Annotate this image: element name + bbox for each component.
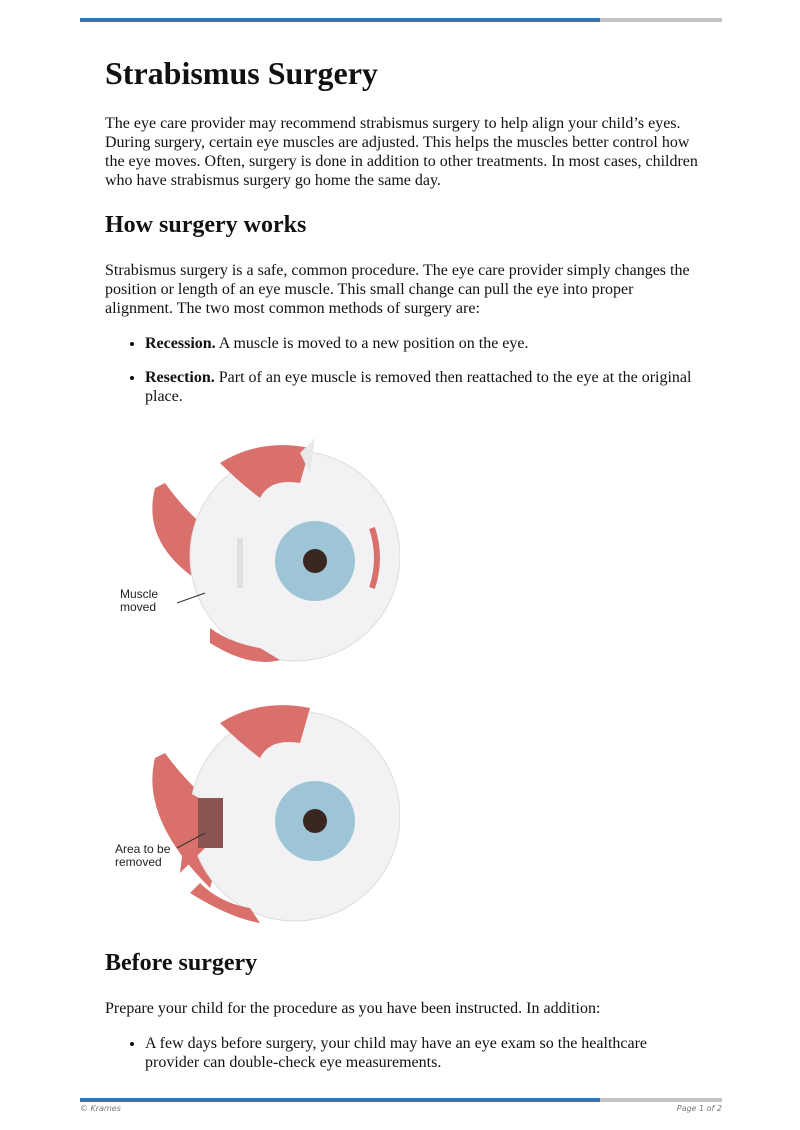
article: Strabismus Surgery The eye care provider… xyxy=(105,55,705,1087)
list-item: Recession. A muscle is moved to a new po… xyxy=(145,334,705,353)
copyright: © Krames xyxy=(80,1104,121,1113)
bottom-progress-bar xyxy=(80,1098,722,1102)
methods-list: Recession. A muscle is moved to a new po… xyxy=(105,334,705,406)
page-title: Strabismus Surgery xyxy=(105,55,378,91)
section-heading: Before surgery xyxy=(105,950,258,976)
page-number: Page 1 of 2 xyxy=(676,1104,722,1113)
list-item: Resection. Part of an eye muscle is remo… xyxy=(145,368,705,406)
before-surgery-list: A few days before surgery, your child ma… xyxy=(105,1034,705,1072)
top-progress-bar xyxy=(80,18,722,22)
section-paragraph: Strabismus surgery is a safe, common pro… xyxy=(105,262,690,317)
intro-paragraph: The eye care provider may recommend stra… xyxy=(105,115,698,189)
list-item: A few days before surgery, your child ma… xyxy=(145,1034,705,1072)
section-heading: How surgery works xyxy=(105,212,307,238)
section-paragraph: Prepare your child for the procedure as … xyxy=(105,1000,601,1017)
